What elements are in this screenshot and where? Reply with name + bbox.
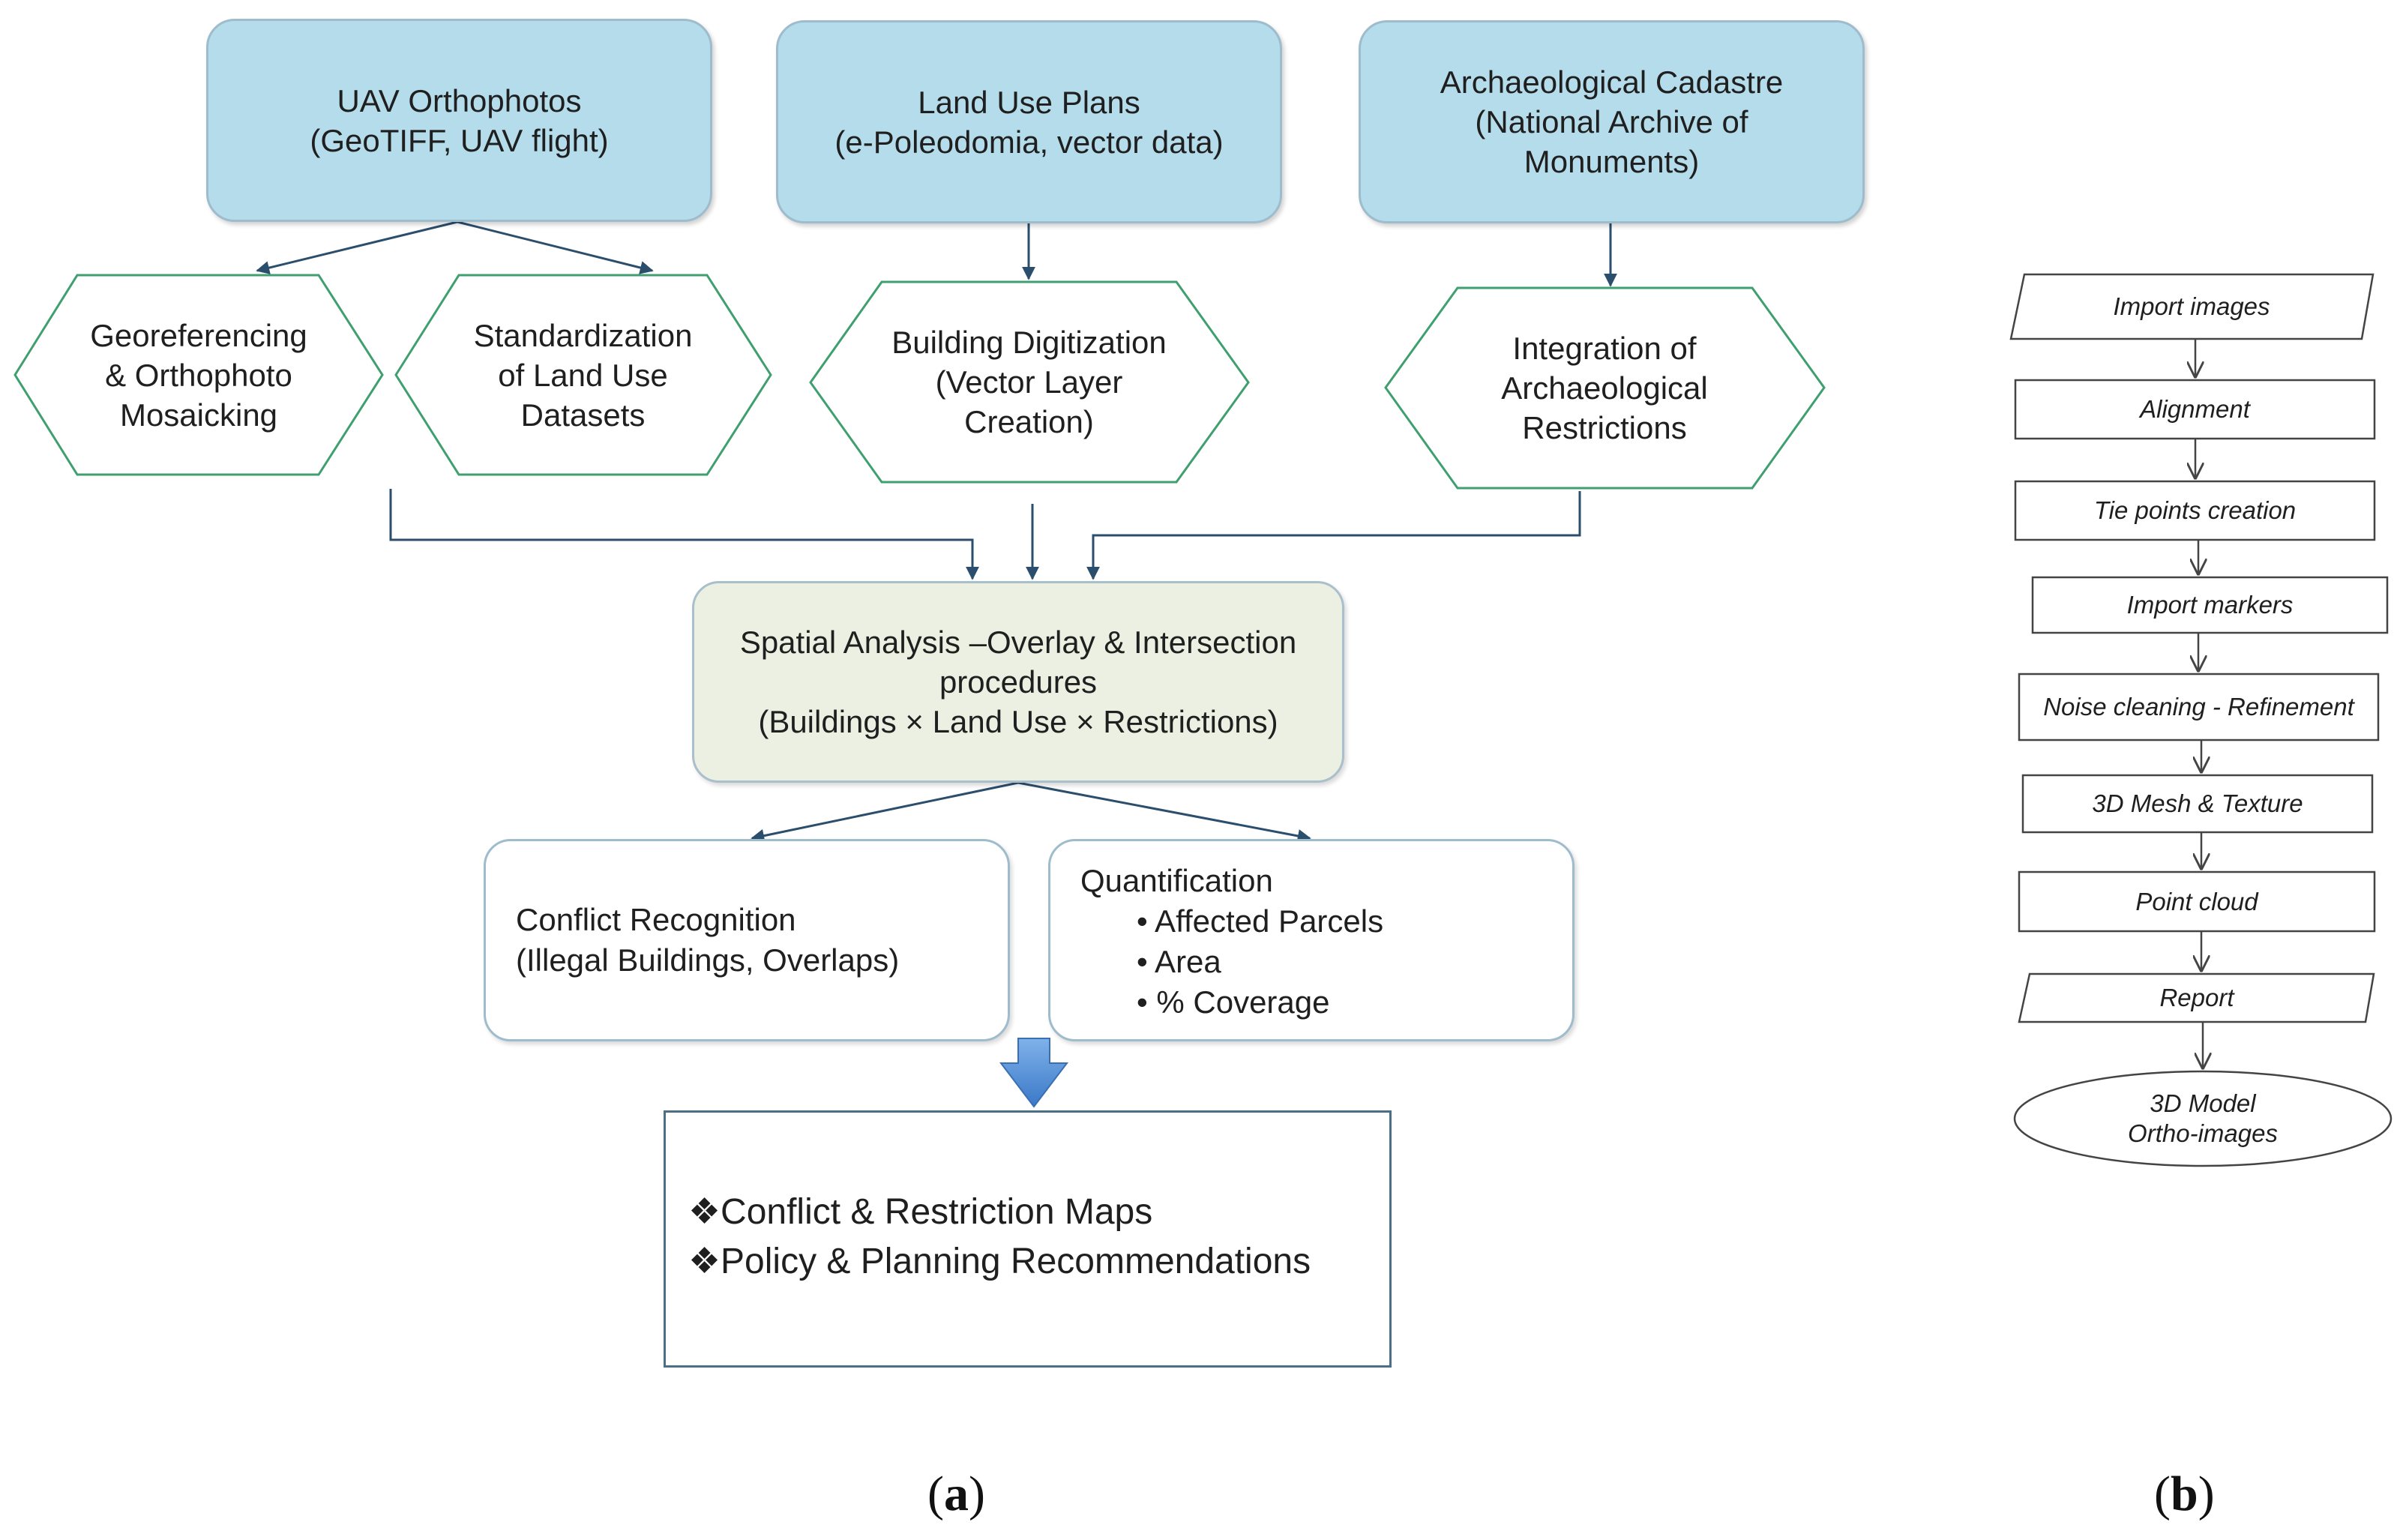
process-georeferencing: Georeferencing & Orthophoto Mosaicking <box>67 275 330 475</box>
step-alignment-label: Alignment <box>2140 395 2250 423</box>
caption-a-close: ) <box>968 1467 985 1521</box>
conflict-line-1: Conflict Recognition <box>516 902 796 937</box>
step-mesh-texture: 3D Mesh & Texture <box>2023 775 2372 832</box>
arrow-analysis-to-conflict <box>751 781 1019 843</box>
integrate-line-2: Archaeological <box>1501 370 1708 406</box>
source-landuse-line-1: Land Use Plans <box>918 84 1140 120</box>
source-archaeo-line-3: Monuments) <box>1524 144 1700 179</box>
arrow-uav-to-standard <box>457 220 654 274</box>
caption-a: (a) <box>927 1466 985 1523</box>
step-point-cloud-label: Point cloud <box>2135 887 2258 915</box>
conflict-line-2: (Illegal Buildings, Overlaps) <box>516 942 900 978</box>
conflict-recognition: Conflict Recognition (Illegal Buildings,… <box>484 839 1010 1041</box>
step-shape-tie-points <box>2014 480 2376 541</box>
standard-line-1: Standardization <box>473 317 693 353</box>
hex-standard-shape <box>394 274 772 476</box>
arrow-left-to-analysis <box>389 489 979 580</box>
source-uav-line-1: UAV Orthophotos <box>337 82 582 118</box>
source-archaeo-line-1: Archaeological Cadastre <box>1440 64 1784 100</box>
hex-integrate-shape <box>1384 286 1826 490</box>
final-line-2: Ortho-images <box>2128 1119 2278 1147</box>
digitize-line-2: (Vector Layer <box>935 364 1123 400</box>
step-shape-alignment <box>2014 379 2376 440</box>
quant-item-parcels: • Affected Parcels <box>1137 903 1384 939</box>
step-shape-final <box>2013 1070 2393 1167</box>
caption-a-letter: a <box>943 1467 969 1521</box>
final-line-1: 3D Model <box>2150 1089 2256 1117</box>
quant-title: Quantification <box>1080 863 1273 898</box>
georef-line-2: & Orthophoto <box>105 357 292 393</box>
block-arrow-to-results <box>999 1038 1069 1108</box>
step-report-label: Report <box>2159 984 2234 1011</box>
quant-item-coverage: • % Coverage <box>1137 984 1330 1020</box>
step-shape-point-cloud <box>2018 870 2376 933</box>
step-final-output: 3D Model Ortho-images <box>2024 1072 2381 1165</box>
quantification: Quantification • Affected Parcels • Area… <box>1048 839 1575 1041</box>
arrow-analysis-to-quant <box>1017 781 1311 843</box>
source-uav-line-2: (GeoTIFF, UAV flight) <box>310 122 609 158</box>
caption-b: (b) <box>2154 1466 2215 1523</box>
step-shape-noise-cleaning <box>2018 673 2380 742</box>
step-import-images: Import images <box>2015 274 2368 339</box>
step-noise-cleaning: Noise cleaning - Refinement <box>2019 674 2378 740</box>
source-archaeo-line-2: (National Archive of <box>1475 104 1748 139</box>
analysis-line-2: procedures <box>939 664 1098 700</box>
hex-digitize-shape <box>809 280 1250 484</box>
quant-item-area: • Area <box>1137 944 1221 979</box>
georef-line-3: Mosaicking <box>119 397 278 433</box>
digitize-line-3: Creation) <box>964 404 1094 439</box>
source-archaeological-cadastre: Archaeological Cadastre (National Archiv… <box>1359 20 1865 223</box>
step-mesh-texture-label: 3D Mesh & Texture <box>2092 789 2303 817</box>
arrow-uav-to-georef <box>256 220 458 274</box>
step-shape-import-images <box>2009 273 2375 340</box>
step-import-markers-label: Import markers <box>2126 591 2294 619</box>
analysis-line-3: (Buildings × Land Use × Restrictions) <box>758 704 1278 739</box>
source-landuse-line-2: (e-Poleodomia, vector data) <box>834 124 1224 160</box>
caption-a-open: ( <box>927 1467 944 1521</box>
step-shape-mesh-texture <box>2021 774 2374 834</box>
step-tie-points-label: Tie points creation <box>2093 496 2297 524</box>
step-shape-report <box>2018 972 2375 1023</box>
process-integration-restrictions: Integration of Archaeological Restrictio… <box>1451 288 1758 488</box>
caption-b-open: ( <box>2154 1467 2171 1521</box>
standard-line-2: of Land Use <box>498 357 668 393</box>
source-land-use-plans: Land Use Plans (e-Poleodomia, vector dat… <box>776 20 1282 223</box>
step-report: Report <box>2024 974 2369 1022</box>
result-policy-recommendations: ❖Policy & Planning Recommendations <box>688 1242 1311 1281</box>
caption-b-close: ) <box>2198 1467 2215 1521</box>
step-import-images-label: Import images <box>2113 292 2270 320</box>
step-import-markers: Import markers <box>2033 577 2387 633</box>
georef-line-1: Georeferencing <box>90 317 307 353</box>
digitize-line-1: Building Digitization <box>891 325 1167 360</box>
results-box: ❖Conflict & Restriction Maps ❖Policy & P… <box>664 1110 1392 1368</box>
source-uav-orthophotos: UAV Orthophotos (GeoTIFF, UAV flight) <box>206 19 712 222</box>
integrate-line-3: Restrictions <box>1522 410 1687 445</box>
hex-georef-shape <box>13 274 384 476</box>
process-standardization: Standardization of Land Use Datasets <box>450 275 716 475</box>
step-tie-points: Tie points creation <box>2015 481 2375 540</box>
step-shape-import-markers <box>2031 576 2389 634</box>
step-noise-cleaning-label: Noise cleaning - Refinement <box>2043 693 2354 721</box>
analysis-line-1: Spatial Analysis –Overlay & Intersection <box>739 625 1297 660</box>
arrow-integrate-to-analysis <box>1086 491 1581 580</box>
integrate-line-1: Integration of <box>1512 331 1697 366</box>
spatial-analysis: Spatial Analysis –Overlay & Intersection… <box>692 581 1344 783</box>
step-alignment: Alignment <box>2015 380 2375 439</box>
caption-b-letter: b <box>2170 1467 2198 1521</box>
result-conflict-maps: ❖Conflict & Restriction Maps <box>688 1192 1153 1232</box>
standard-line-3: Datasets <box>520 397 646 433</box>
step-point-cloud: Point cloud <box>2019 872 2375 931</box>
process-building-digitization: Building Digitization (Vector Layer Crea… <box>873 282 1185 482</box>
